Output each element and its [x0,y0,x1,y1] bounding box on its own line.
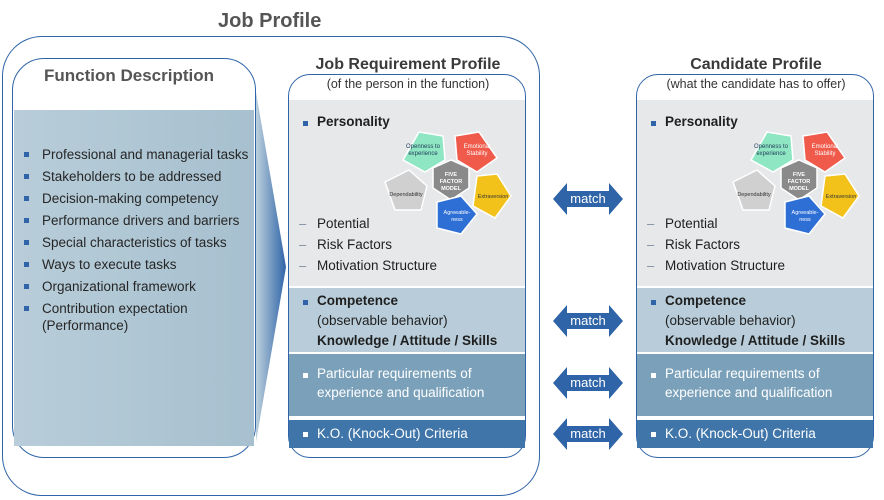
match-label: match [570,191,606,206]
ko-criteria-section [289,420,525,448]
dash-icon: – [299,258,307,273]
personality-label: Personality [317,114,390,129]
potential-label: Potential [317,216,370,231]
personality-label: Personality [665,114,738,129]
match-arrow-particular: match [553,367,623,399]
ffm-center-2: FACTOR [440,179,463,185]
dash-icon: – [647,216,655,231]
particular-requirements-section [637,354,873,416]
bullet-icon [303,121,308,126]
match-label: match [570,313,606,328]
agreeableness-label-2: ness [451,217,463,223]
competence-sub-label: (observable behavior) [665,313,796,328]
match-label: match [570,375,606,390]
emotional-label: Emotional [464,144,491,150]
competence-section [289,288,525,352]
function-description-list: Professional and managerial tasks Stakeh… [22,146,252,339]
risk-factors-label: Risk Factors [665,237,741,252]
competence-section [637,288,873,352]
potential-label: Potential [665,216,718,231]
particular-line2: experience and qualification [665,385,833,400]
list-item: Ways to execute tasks [22,256,252,273]
particular-line2: experience and qualification [317,385,485,400]
ffm-center-1: FIVE [445,172,458,178]
list-item: Contribution expectation (Performance) [22,300,252,334]
list-item: Special characteristics of tasks [22,234,252,251]
double-arrow-icon [553,367,623,399]
particular-line1: Particular requirements of [665,366,820,381]
agreeableness-label-2: ness [799,217,811,223]
list-item: Stakeholders to be addressed [22,168,252,185]
ffm-center-1: FIVE [793,172,806,178]
openness-label-2: experience [408,151,438,157]
extraversion-label: Extraversion [826,194,857,200]
function-description-panel [14,110,254,446]
job-requirement-title: Job Requirement Profile [315,56,501,73]
particular-line1: Particular requirements of [317,366,472,381]
dash-icon: – [299,237,307,252]
double-arrow-icon [553,183,623,215]
double-arrow-icon [553,305,623,337]
list-item: Professional and managerial tasks [22,146,252,163]
list-item: Performance drivers and barriers [22,212,252,229]
emotional-label-2: Stability [814,151,835,157]
list-item: Decision-making competency [22,190,252,207]
knowledge-attitude-skills-label: Knowledge / Attitude / Skills [317,333,498,348]
candidate-profile-title: Candidate Profile [690,56,822,73]
motivation-structure-label: Motivation Structure [665,258,786,273]
match-arrow-personality: match [553,183,623,215]
openness-label: Openness to [754,144,789,150]
bullet-icon [651,432,656,437]
job-profile-title: Job Profile [218,10,322,32]
match-arrow-competence: match [553,305,623,337]
ko-criteria-label: K.O. (Knock-Out) Criteria [317,426,468,441]
candidate-profile-subtitle: (what the candidate has to offer) [666,77,846,91]
flow-arrow-icon [256,92,286,442]
extraversion-label: Extraversion [478,194,509,200]
ffm-center-3: MODEL [789,186,810,192]
ffm-center-2: FACTOR [788,179,811,185]
agreeableness-label: Agreeable- [792,210,819,216]
job-requirement-subtitle: (of the person in the function) [326,77,490,91]
risk-factors-label: Risk Factors [317,237,393,252]
dash-icon: – [647,237,655,252]
competence-label: Competence [665,293,747,308]
list-item: Organizational framework [22,278,252,295]
motivation-structure-label: Motivation Structure [317,258,438,273]
five-factor-model-icon: Openness to experience Emotional Stabili… [732,131,860,235]
dash-icon: – [299,216,307,231]
match-label: match [570,426,606,441]
ko-criteria-section [637,420,873,448]
ko-criteria-label: K.O. (Knock-Out) Criteria [665,426,816,441]
function-description-title: Function Description [44,66,214,85]
dash-icon: – [647,258,655,273]
bullet-icon [651,373,656,378]
bullet-icon [303,432,308,437]
agreeableness-label: Agreeable- [444,210,471,216]
openness-label-2: experience [756,151,786,157]
competence-sub-label: (observable behavior) [317,313,448,328]
emotional-label: Emotional [812,144,839,150]
knowledge-attitude-skills-label: Knowledge / Attitude / Skills [665,333,846,348]
bullet-icon [651,121,656,126]
bullet-icon [303,300,308,305]
openness-label: Openness to [406,144,441,150]
competence-label: Competence [317,293,399,308]
bullet-icon [303,373,308,378]
emotional-label-2: Stability [466,151,487,157]
particular-requirements-section [289,354,525,416]
dependability-label: Dependability [389,192,423,198]
match-arrow-ko: match [553,418,623,450]
ffm-center-3: MODEL [441,186,462,192]
double-arrow-icon [553,418,623,450]
five-factor-model-icon: Openness to experience Emotional Stabili… [384,131,512,235]
bullet-icon [651,300,656,305]
dependability-label: Dependability [737,192,771,198]
